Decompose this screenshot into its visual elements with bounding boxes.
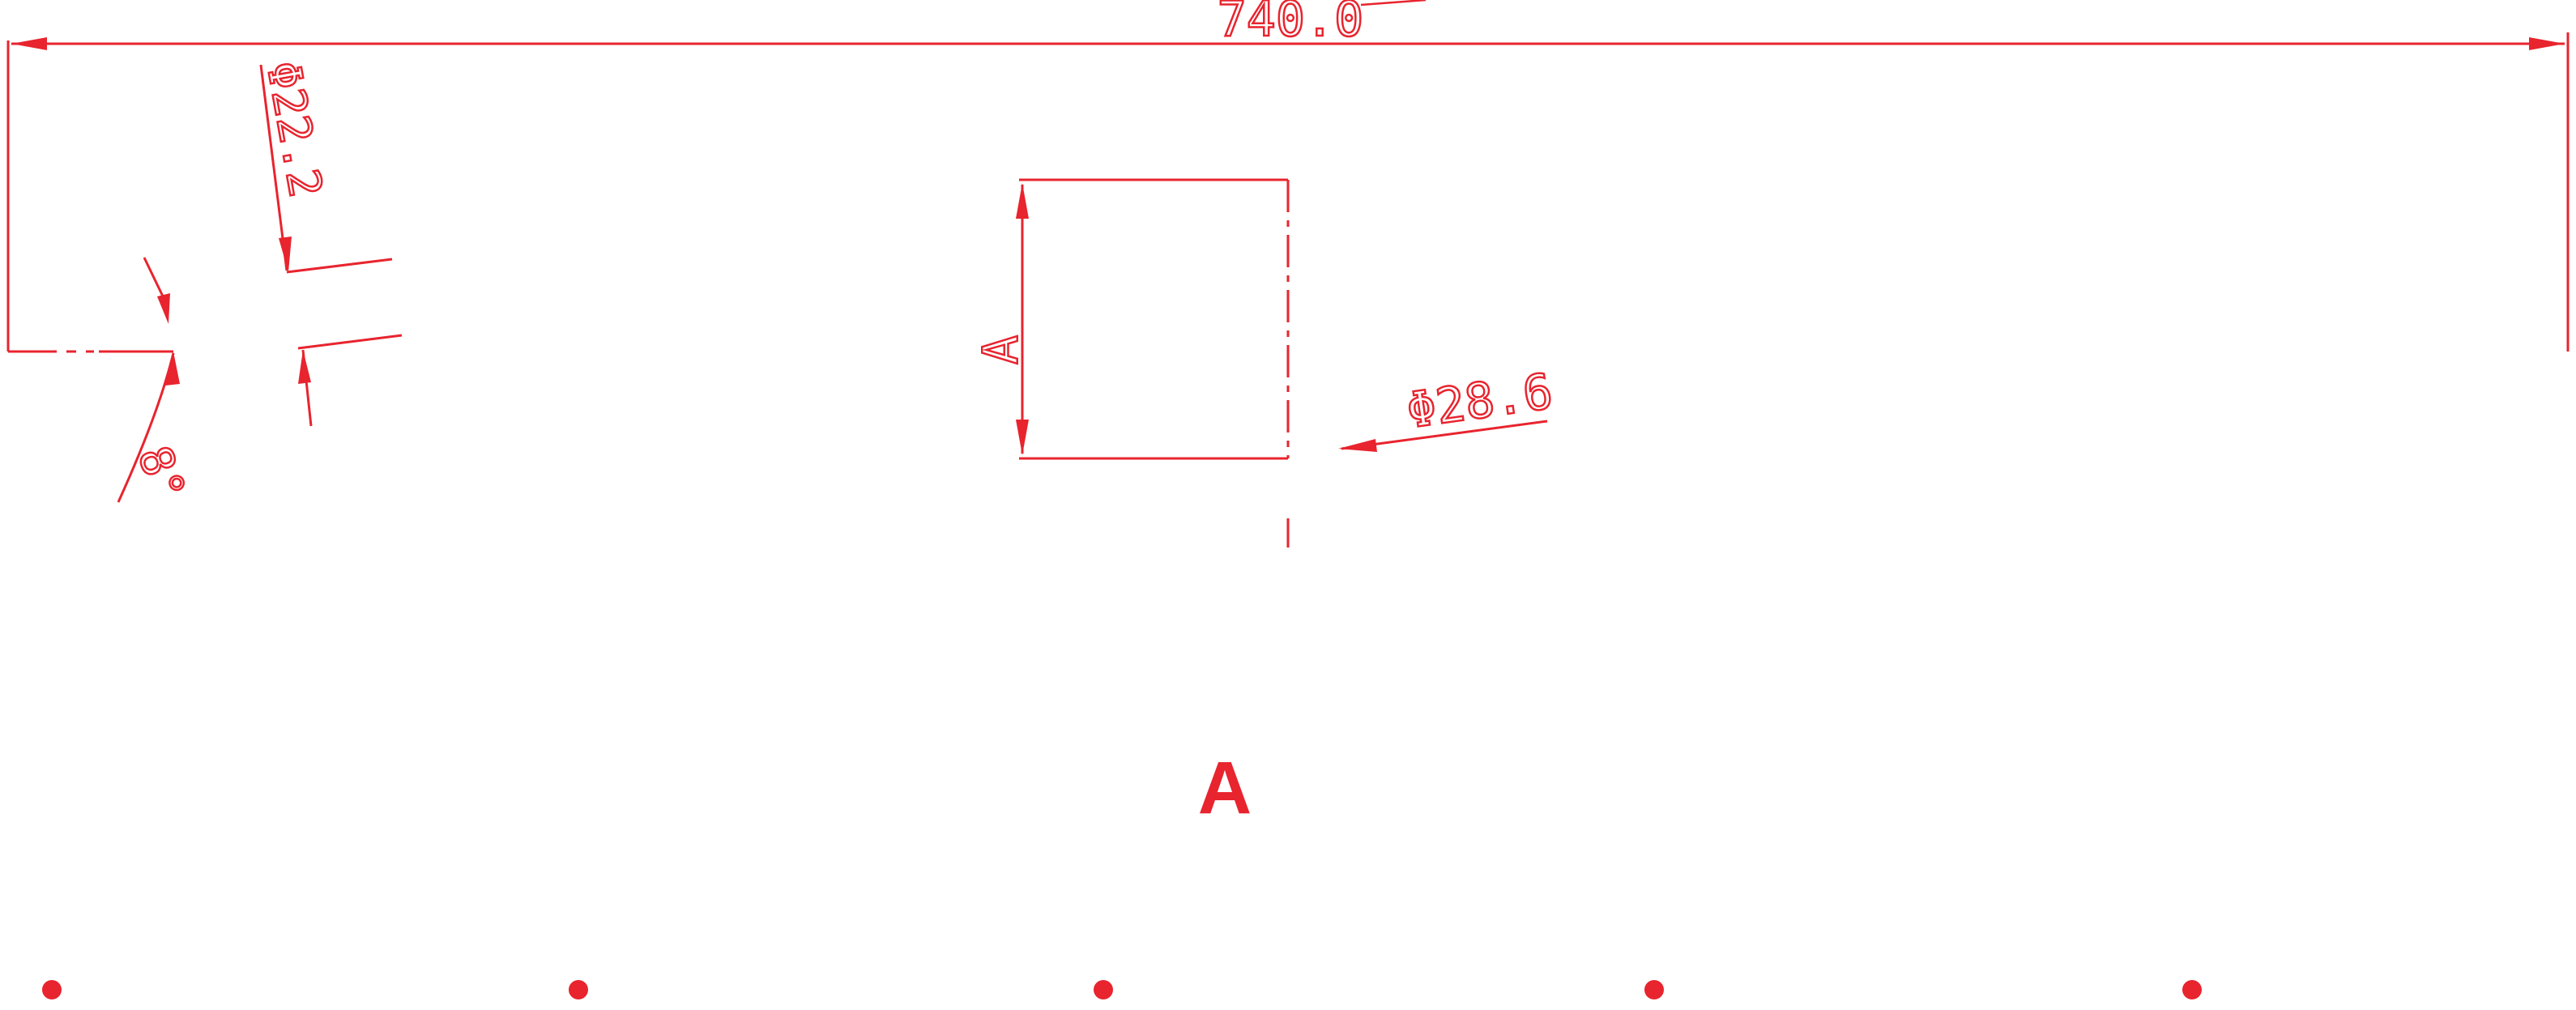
title-letter: A — [1198, 747, 1252, 829]
angle-label: 8° — [127, 440, 195, 509]
overall-width-label: 740.0 — [1218, 0, 1364, 48]
angle-dimension: 8° — [117, 257, 196, 509]
bullet-dot — [569, 980, 588, 999]
bullet-row — [42, 980, 2202, 999]
bullet-dot — [42, 980, 62, 999]
bullet-dot — [2182, 980, 2202, 999]
section-marker-label: A — [973, 335, 1030, 364]
small-hole-dimension: Φ22.2 — [255, 57, 403, 427]
section-rectangle: A — [972, 178, 1290, 548]
bullet-dot — [1094, 980, 1113, 999]
large-hole-dimension: Φ28.6 — [1338, 362, 1557, 452]
bullet-dot — [1644, 980, 1664, 999]
overall-width-dimension: 740.0 — [6, 0, 2570, 352]
small-hole-label: Φ22.2 — [256, 58, 331, 201]
large-hole-label: Φ28.6 — [1403, 363, 1556, 439]
